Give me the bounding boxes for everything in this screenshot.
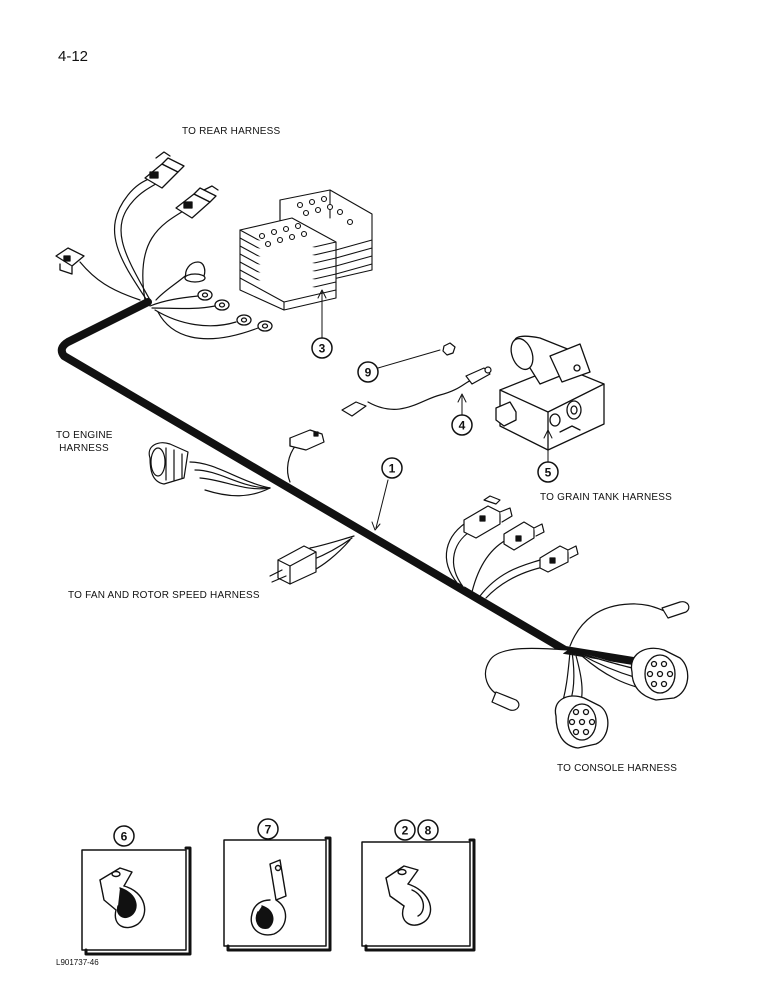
clamp-box-7 (223, 836, 332, 952)
callout-4-number: 4 (459, 419, 466, 433)
grain-tank-branch (445, 495, 579, 599)
label-to-fan-rotor-speed-harness: TO FAN AND ROTOR SPEED HARNESS (68, 590, 260, 601)
callout-2: 2 (394, 819, 416, 841)
engine-harness-connector (148, 442, 271, 497)
callout-6: 6 (113, 825, 135, 847)
label-to-engine-harness-line2: HARNESS (59, 443, 109, 454)
callout-1: 1 (371, 457, 403, 531)
callout-2-number: 2 (402, 824, 409, 838)
item-3-label-pads (239, 189, 373, 311)
small-lead-connector (286, 429, 325, 483)
callout-7: 7 (257, 818, 279, 840)
item-5-valve-block (495, 335, 605, 451)
callout-9-number: 9 (365, 366, 372, 380)
ring-terminals (197, 289, 273, 332)
callout-3: 3 (311, 289, 333, 359)
callout-3-number: 3 (319, 342, 326, 356)
rear-connector-small (55, 247, 85, 275)
item-4-sensor-lead (341, 366, 492, 417)
callout-5-number: 5 (545, 466, 552, 480)
callout-6-number: 6 (121, 830, 128, 844)
callout-8: 8 (417, 819, 439, 841)
label-to-rear-harness: TO REAR HARNESS (182, 126, 281, 137)
rear-harness-branch (79, 174, 259, 340)
callout-8-number: 8 (425, 824, 432, 838)
callout-9: 9 (357, 349, 441, 383)
fan-rotor-speed-connector (269, 535, 355, 585)
console-connector-right (630, 647, 689, 701)
rubber-boot (184, 261, 206, 283)
figure-code: L901737-46 (56, 958, 99, 967)
callout-7-number: 7 (265, 823, 272, 837)
label-to-engine-harness-line1: TO ENGINE (56, 430, 113, 441)
console-connector-left (554, 695, 609, 749)
page-number: 4-12 (58, 48, 89, 65)
label-to-grain-tank-harness: TO GRAIN TANK HARNESS (540, 492, 673, 503)
rear-connector-lower (175, 185, 219, 219)
item-9-nut (442, 342, 456, 356)
label-to-console-harness: TO CONSOLE HARNESS (557, 763, 678, 774)
main-harness-trunk (57, 298, 656, 668)
console-harness-branch (485, 601, 690, 711)
clamp-box-6 (81, 846, 192, 956)
rear-connector-upper (144, 151, 185, 189)
clamp-box-2-8 (361, 838, 476, 952)
callout-4: 4 (451, 393, 473, 436)
callout-1-number: 1 (389, 462, 396, 476)
callout-5: 5 (537, 429, 559, 483)
